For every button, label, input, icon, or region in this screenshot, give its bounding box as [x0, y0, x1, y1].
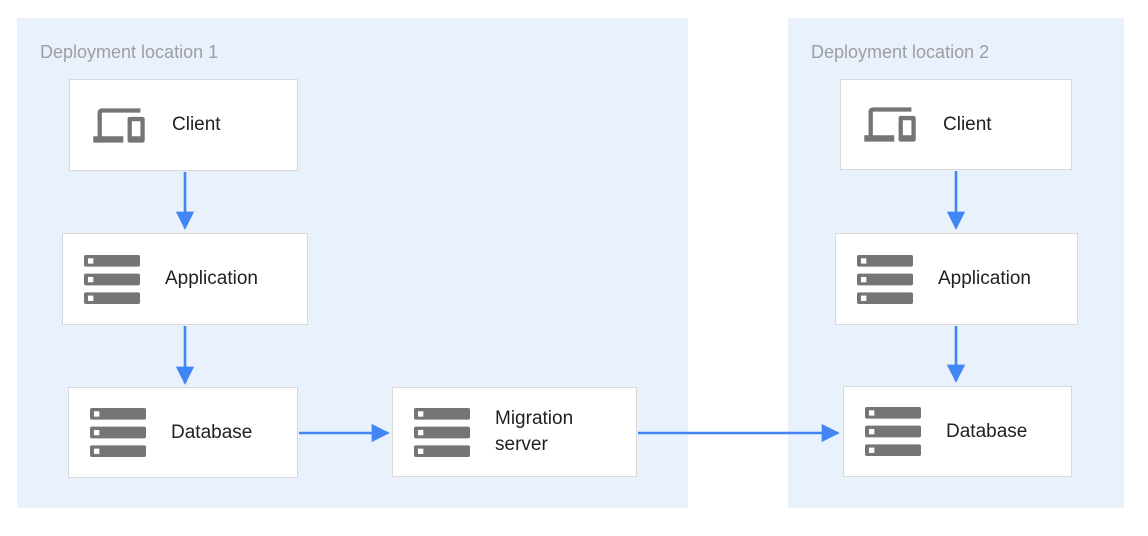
deployment-location-2-label: Deployment location 2: [811, 42, 990, 62]
devices-icon: [88, 103, 150, 148]
server-stack-icon: [87, 408, 149, 457]
server-stack-icon: [862, 407, 924, 456]
node-database-2: Database: [843, 386, 1072, 477]
node-migration-server: Migration server: [392, 387, 637, 477]
node-label: Migration server: [495, 408, 574, 455]
server-stack-icon: [411, 407, 473, 457]
node-label: Database: [946, 420, 1028, 442]
node-label: Application: [938, 268, 1031, 289]
node-client-1: Client: [69, 79, 298, 171]
deployment-location-1-label: Deployment location 1: [40, 42, 219, 62]
node-label: Client: [943, 113, 992, 135]
node-database-1: Database: [68, 387, 298, 478]
server-stack-icon: [81, 254, 143, 304]
node-label: Application: [165, 268, 258, 289]
node-client-2: Client: [840, 79, 1072, 170]
server-stack-icon: [854, 254, 916, 304]
node-application-2: Application: [835, 233, 1078, 325]
devices-icon: [859, 102, 921, 147]
node-application-1: Application: [62, 233, 308, 325]
node-label: Client: [172, 114, 221, 135]
node-label: Database: [171, 421, 253, 443]
